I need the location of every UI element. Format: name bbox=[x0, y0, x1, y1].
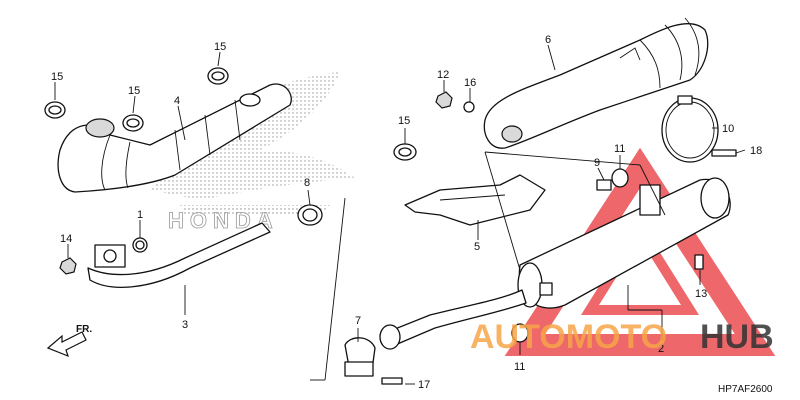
callout-16: 16 bbox=[464, 77, 476, 89]
callout-15: 15 bbox=[214, 41, 226, 53]
callout-14: 14 bbox=[60, 233, 72, 245]
part-2-muffler bbox=[517, 177, 731, 309]
callout-11: 11 bbox=[614, 143, 625, 155]
callouts: 15 15 15 15 4 1 14 3 8 7 17 12 16 6 10 1… bbox=[51, 34, 762, 391]
watermark-automoto: AUTOMOTO bbox=[470, 318, 667, 356]
callout-11: 11 bbox=[514, 361, 525, 373]
callout-9: 9 bbox=[594, 157, 600, 169]
callout-4: 4 bbox=[174, 95, 180, 107]
part-1-gasket bbox=[132, 237, 148, 253]
callout-7: 7 bbox=[355, 315, 361, 327]
hardware-fasteners bbox=[59, 91, 737, 385]
part-7-clamp bbox=[344, 337, 376, 377]
callout-2: 2 bbox=[658, 343, 664, 355]
callout-10: 10 bbox=[722, 123, 734, 135]
callout-1: 1 bbox=[137, 209, 143, 221]
diagram-code: HP7AF2600 bbox=[718, 384, 773, 395]
leader-lines bbox=[54, 44, 746, 385]
callout-5: 5 bbox=[474, 241, 480, 253]
part-5-heat-shield bbox=[404, 174, 546, 226]
callout-15: 15 bbox=[51, 71, 63, 83]
callout-13: 13 bbox=[695, 288, 707, 300]
callout-18: 18 bbox=[750, 145, 762, 157]
callout-17: 17 bbox=[418, 379, 430, 391]
rear-exhaust-pipe bbox=[379, 289, 527, 350]
front-label: FR. bbox=[76, 324, 92, 335]
callout-3: 3 bbox=[182, 319, 188, 331]
callout-15: 15 bbox=[128, 85, 140, 97]
part-10-band bbox=[661, 95, 719, 163]
part-4-pipe-protector bbox=[57, 83, 292, 193]
honda-wing-logo bbox=[150, 72, 355, 215]
part-15-clamps bbox=[44, 67, 417, 161]
front-arrow: FR. bbox=[46, 324, 92, 358]
part-6-muffler-protector bbox=[483, 17, 709, 149]
callout-8: 8 bbox=[304, 177, 310, 189]
callout-12: 12 bbox=[437, 69, 449, 81]
part-3-exhaust-pipe bbox=[87, 222, 271, 288]
callout-15: 15 bbox=[398, 115, 410, 127]
watermark-text: AUTOMOTO HUB bbox=[470, 318, 774, 356]
callout-6: 6 bbox=[545, 34, 551, 46]
part-8-gasket bbox=[297, 204, 323, 226]
watermark-hub: HUB bbox=[700, 318, 774, 356]
